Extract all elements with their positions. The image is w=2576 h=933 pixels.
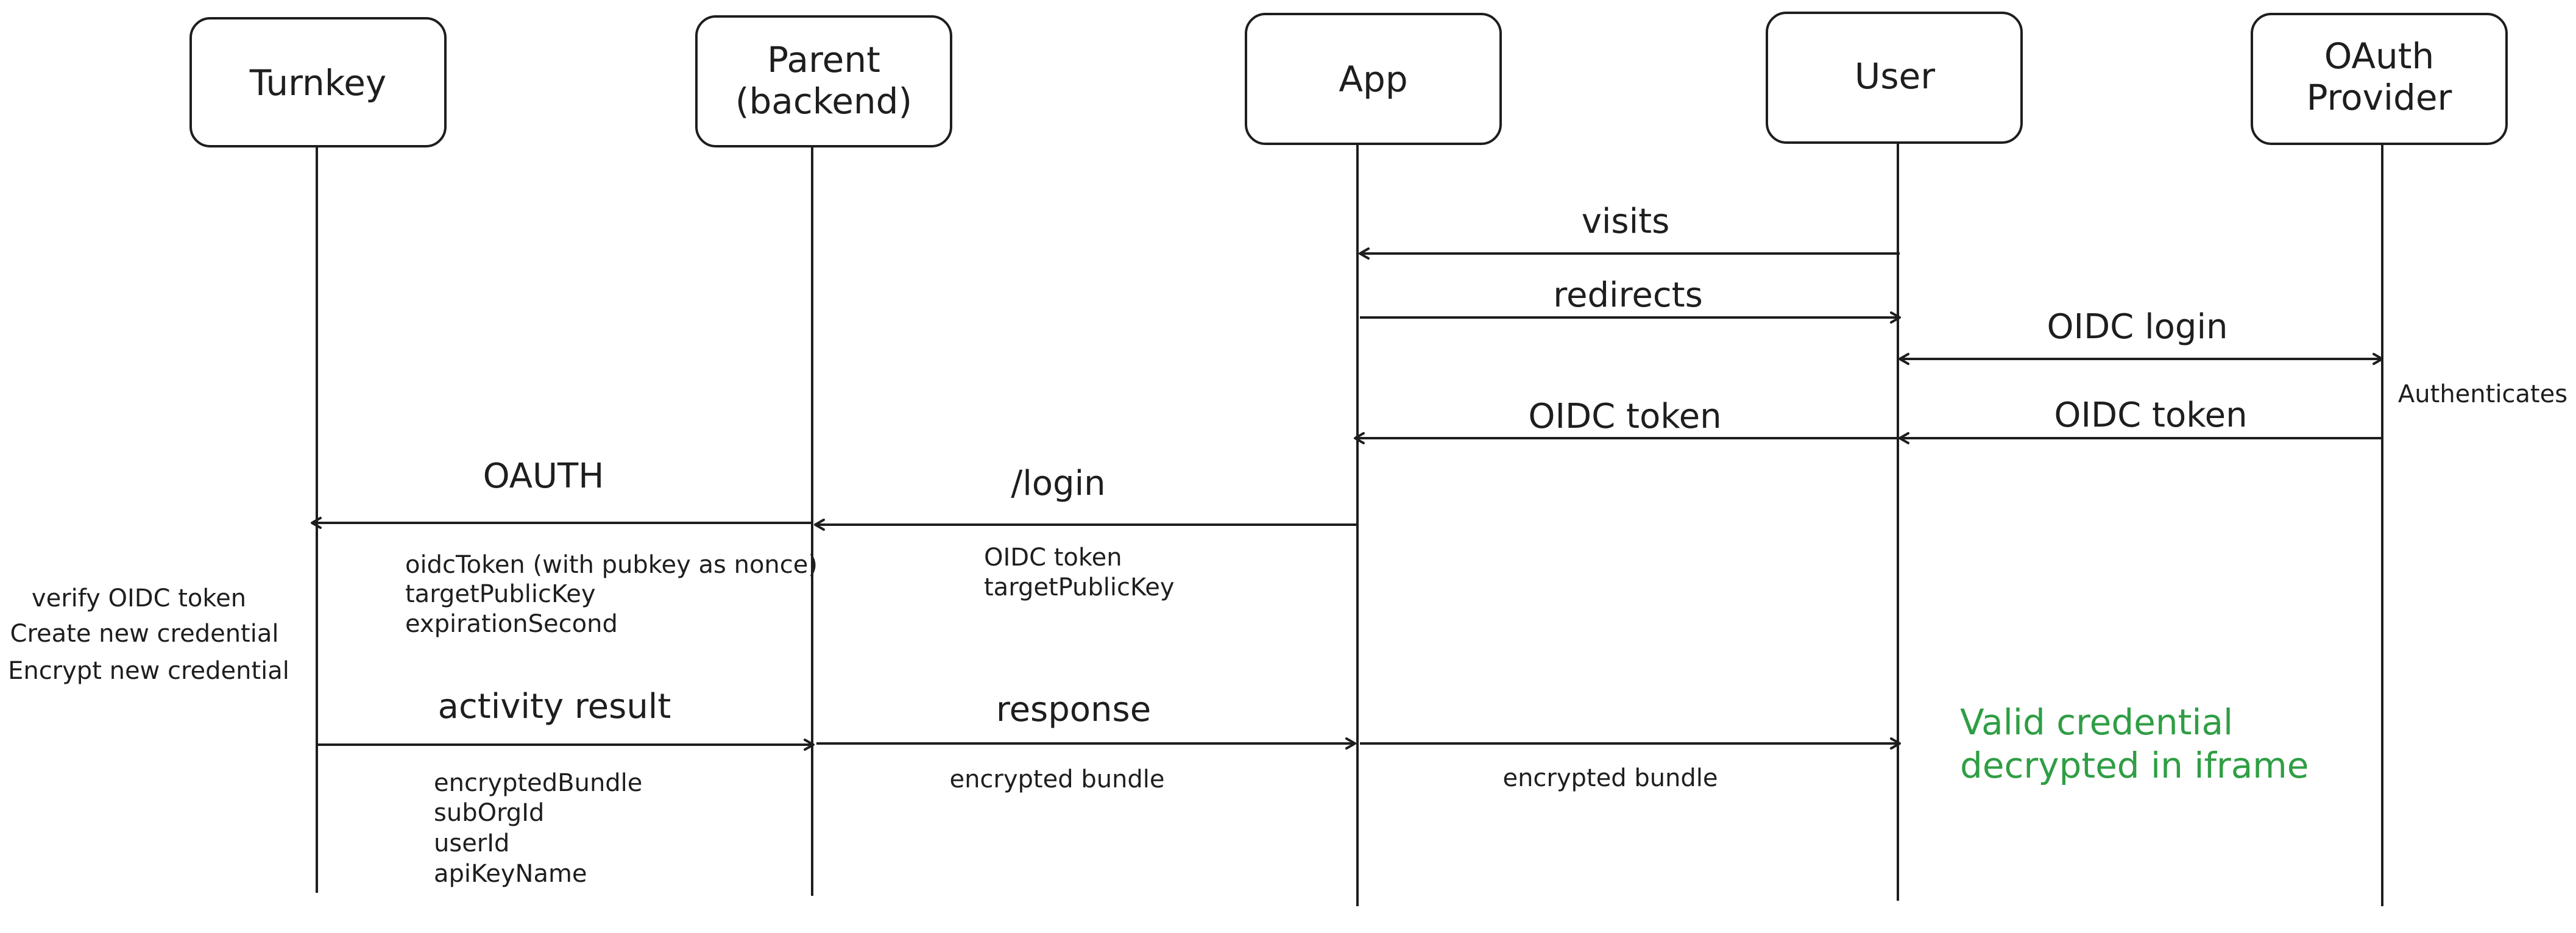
- params-bundle-forward: encrypted bundle: [1502, 764, 1718, 792]
- param-oauth-call-3: expirationSecond: [405, 610, 618, 638]
- param-activity-result-4: apiKeyName: [434, 860, 587, 888]
- participant-box-app: [1245, 13, 1502, 145]
- participant-label-oauth-line2: Provider: [2307, 77, 2452, 118]
- note-result-2: decrypted in iframe: [1960, 745, 2309, 786]
- param-oauth-call-2: targetPublicKey: [405, 580, 596, 608]
- note-result: Valid credential decrypted in iframe: [1960, 701, 2309, 786]
- message-response: response: [816, 690, 1356, 750]
- participant-label-parent-line1: Parent: [767, 39, 880, 80]
- message-oidc-login: OIDC login: [1898, 307, 2383, 365]
- participant-box-user: [1766, 12, 2023, 144]
- label-oidc-login: OIDC login: [2047, 307, 2227, 347]
- participant-label-app: App: [1339, 59, 1407, 100]
- label-oidc-token-user: OIDC token: [1528, 397, 1721, 436]
- message-login: /login: [814, 464, 1357, 531]
- params-oauth-call: oidcToken (with pubkey as nonce) targetP…: [405, 551, 818, 638]
- param-response-1: encrypted bundle: [949, 765, 1164, 793]
- param-activity-result-1: encryptedBundle: [434, 769, 642, 797]
- param-login-1: OIDC token: [984, 544, 1122, 572]
- participant-oauth-provider: OAuth Provider: [2251, 13, 2508, 906]
- label-visits: visits: [1582, 202, 1670, 241]
- param-activity-result-2: subOrgId: [434, 799, 544, 827]
- note-result-1: Valid credential: [1960, 701, 2233, 743]
- param-oauth-call-1: oidcToken (with pubkey as nonce): [405, 551, 818, 579]
- label-login: /login: [1011, 464, 1105, 503]
- participant-box-oauth-provider: [2251, 13, 2508, 145]
- message-activity-result: activity result: [317, 687, 815, 751]
- label-redirects: redirects: [1553, 275, 1703, 315]
- participant-turnkey: Turnkey: [189, 17, 447, 893]
- label-response: response: [996, 690, 1151, 729]
- param-login-2: targetPublicKey: [984, 573, 1175, 601]
- param-activity-result-3: userId: [434, 829, 509, 857]
- message-oauth-call: OAUTH: [311, 456, 812, 529]
- note-turnkey-1: verify OIDC token: [32, 584, 246, 612]
- participant-app: App: [1245, 13, 1502, 906]
- message-oidc-token-user: OIDC token: [1354, 397, 1898, 444]
- note-turnkey-3: Encrypt new credential: [8, 657, 289, 685]
- params-login: OIDC token targetPublicKey: [984, 544, 1175, 601]
- label-oauth-call: OAUTH: [483, 456, 604, 496]
- participant-label-parent-line2: (backend): [735, 80, 912, 122]
- note-authenticates: Authenticates: [2398, 380, 2567, 408]
- params-activity-result: encryptedBundle subOrgId userId apiKeyNa…: [434, 769, 642, 888]
- label-activity-result: activity result: [438, 687, 671, 726]
- note-turnkey-2: Create new credential: [10, 620, 279, 648]
- message-redirects: redirects: [1360, 275, 1901, 324]
- participant-label-oauth-line1: OAuth: [2324, 35, 2435, 77]
- participant-box-parent: [695, 15, 952, 147]
- participant-label-user: User: [1855, 55, 1935, 97]
- participant-user: User: [1766, 12, 2023, 901]
- participant-parent: Parent (backend): [695, 15, 952, 896]
- note-oauth-provider: Authenticates: [2398, 380, 2567, 408]
- label-oidc-token-oauth: OIDC token: [2054, 396, 2247, 435]
- note-turnkey: verify OIDC token Create new credential …: [8, 584, 289, 685]
- params-response: encrypted bundle: [949, 765, 1164, 793]
- param-bundle-forward-1: encrypted bundle: [1502, 764, 1718, 792]
- participant-label-turnkey: Turnkey: [249, 62, 387, 104]
- message-oidc-token-oauth: OIDC token: [1898, 396, 2382, 444]
- participant-box-turnkey: [189, 17, 447, 147]
- message-visits: visits: [1359, 202, 1900, 260]
